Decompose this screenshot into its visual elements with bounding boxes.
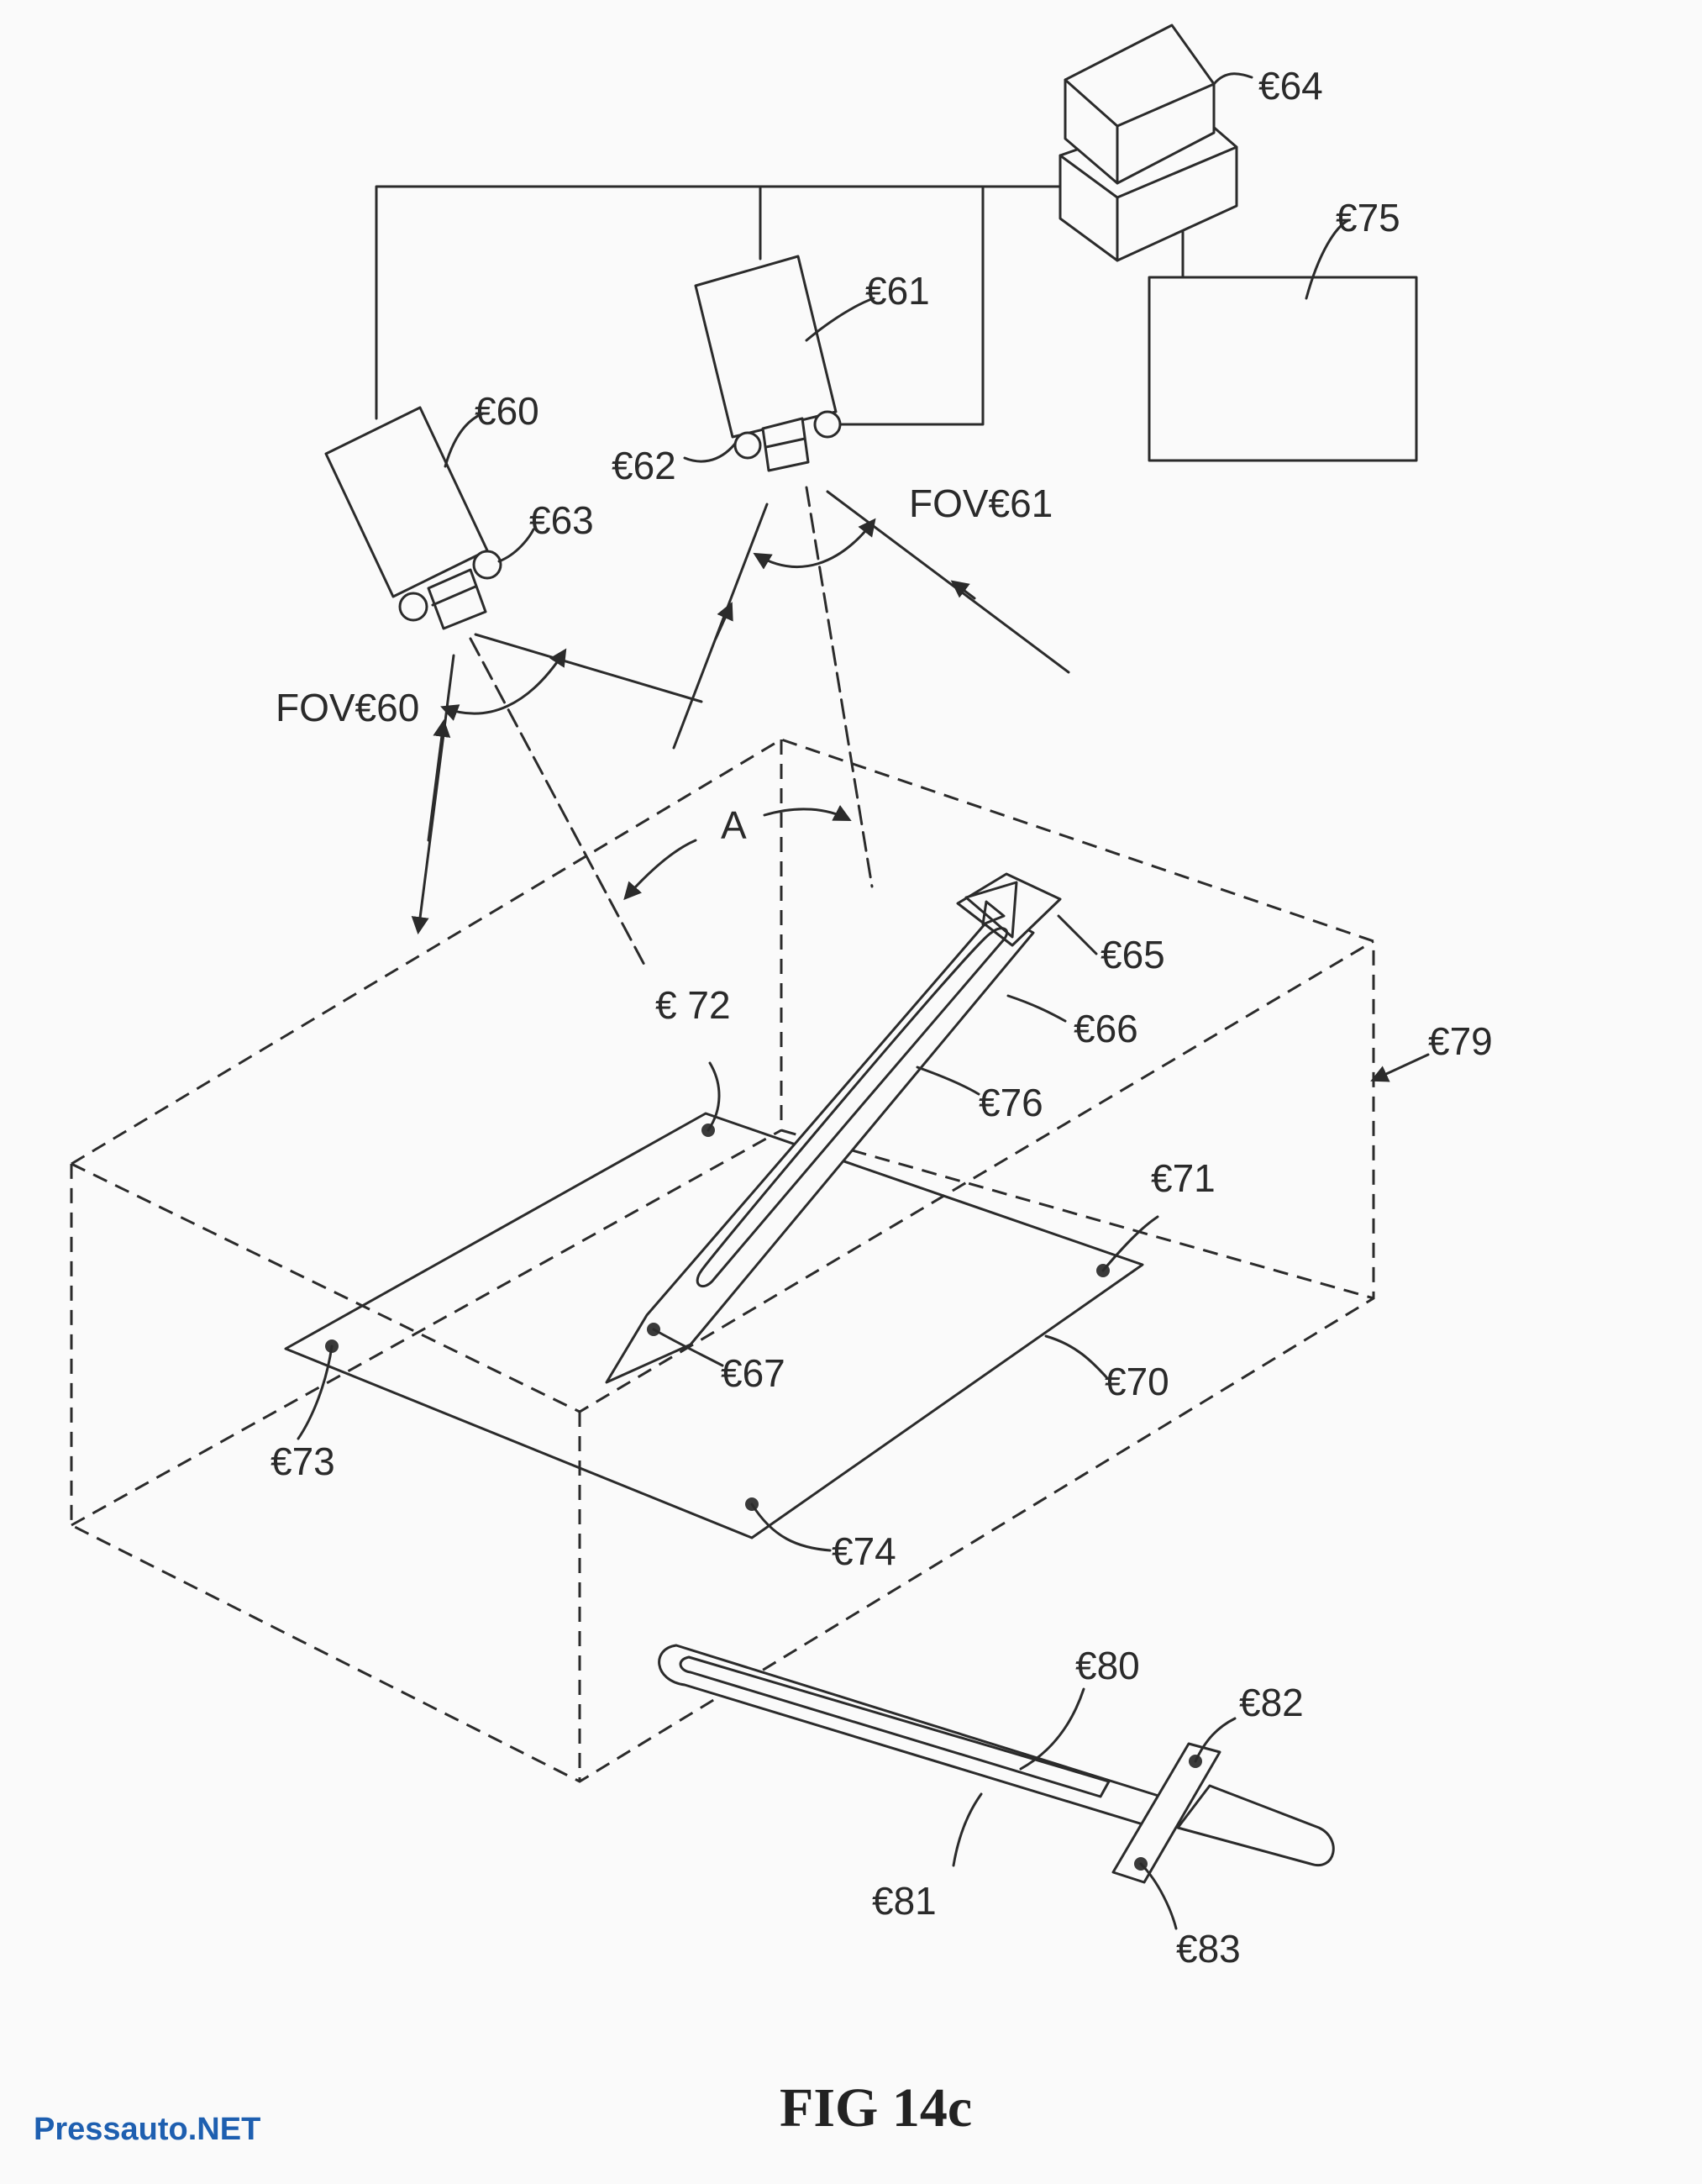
reference-labels: €64 €75 €61 €60 €62 €63 FOV€61 FOV€60 A … xyxy=(271,64,1493,1971)
label-c82: €82 xyxy=(1239,1681,1304,1724)
label-fov61: FOV€61 xyxy=(909,482,1053,525)
label-c74: €74 xyxy=(832,1529,896,1573)
camera-c61 xyxy=(683,255,875,472)
label-c65: €65 xyxy=(1101,933,1165,976)
label-angle-a: A xyxy=(721,803,747,847)
label-c72: € 72 xyxy=(655,983,731,1027)
plate-c70 xyxy=(284,1061,1159,1552)
label-fov60: FOV€60 xyxy=(276,686,419,729)
label-c83: €83 xyxy=(1176,1927,1241,1971)
label-c64: €64 xyxy=(1258,64,1323,108)
label-c63: €63 xyxy=(529,498,594,542)
computer-c64 xyxy=(1058,24,1253,262)
label-c67: €67 xyxy=(721,1351,785,1395)
label-c66: €66 xyxy=(1074,1007,1138,1050)
work-volume-c79 xyxy=(70,738,1430,1783)
label-c70: €70 xyxy=(1105,1360,1169,1403)
camera-c60 xyxy=(324,406,535,630)
label-c80: €80 xyxy=(1075,1644,1140,1687)
label-c79: €79 xyxy=(1428,1019,1493,1063)
label-c60: €60 xyxy=(475,389,539,433)
instrument-c80 xyxy=(658,1644,1335,1930)
label-c61: €61 xyxy=(865,269,930,313)
angle-arcs xyxy=(440,518,876,901)
label-c75: €75 xyxy=(1336,196,1400,239)
display-box-c75 xyxy=(1148,218,1418,462)
label-c71: €71 xyxy=(1151,1156,1216,1200)
label-c81: €81 xyxy=(872,1879,937,1923)
label-c73: €73 xyxy=(271,1439,335,1483)
probe-c66 xyxy=(605,872,1098,1384)
label-c62: €62 xyxy=(612,444,676,487)
watermark-logo: Pressauto.NET xyxy=(34,2112,260,2147)
label-c76: €76 xyxy=(979,1081,1043,1124)
figure-caption: FIG 14c xyxy=(780,2077,972,2139)
